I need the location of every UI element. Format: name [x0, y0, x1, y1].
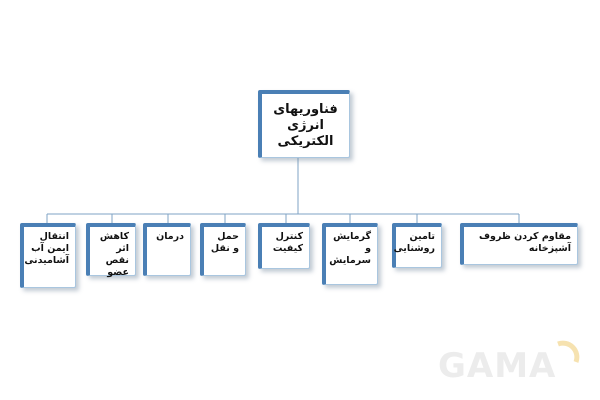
child-node-kitchenware: مقاوم کردن ظروف آشپزخانه: [460, 223, 578, 265]
child-node-label: کنترل کیفیت: [272, 231, 303, 254]
child-node-label: مقاوم کردن ظروف آشپزخانه: [479, 231, 571, 254]
child-node-label: تامین روشنایی: [393, 231, 435, 254]
gama-watermark-logo: GAMA: [438, 340, 588, 390]
child-node-safe-water: انتقال ایمن آب آشامیدنی: [20, 223, 76, 288]
root-node-label: فناوریهای انرژی الکتریکی: [273, 101, 338, 149]
child-node-transport: حمل و نقل: [200, 223, 246, 276]
child-node-label: حمل و نقل: [210, 231, 239, 254]
child-node-label: گرمایش و سرمایش: [329, 231, 371, 266]
child-node-treatment: درمان: [143, 223, 191, 276]
watermark-arc-icon: [557, 340, 580, 363]
watermark-text: GAMA: [438, 346, 557, 386]
child-node-heating-cooling: گرمایش و سرمایش: [322, 223, 378, 285]
child-node-disability-reduction: کاهش اثر نقص عضو: [86, 223, 136, 278]
child-node-lighting: تامین روشنایی: [392, 223, 442, 268]
root-node: فناوریهای انرژی الکتریکی: [258, 90, 350, 158]
child-node-quality-control: کنترل کیفیت: [258, 223, 310, 269]
child-node-label: انتقال ایمن آب آشامیدنی: [24, 231, 69, 266]
child-node-label: کاهش اثر نقص عضو: [99, 231, 129, 278]
child-node-label: درمان: [156, 231, 184, 242]
